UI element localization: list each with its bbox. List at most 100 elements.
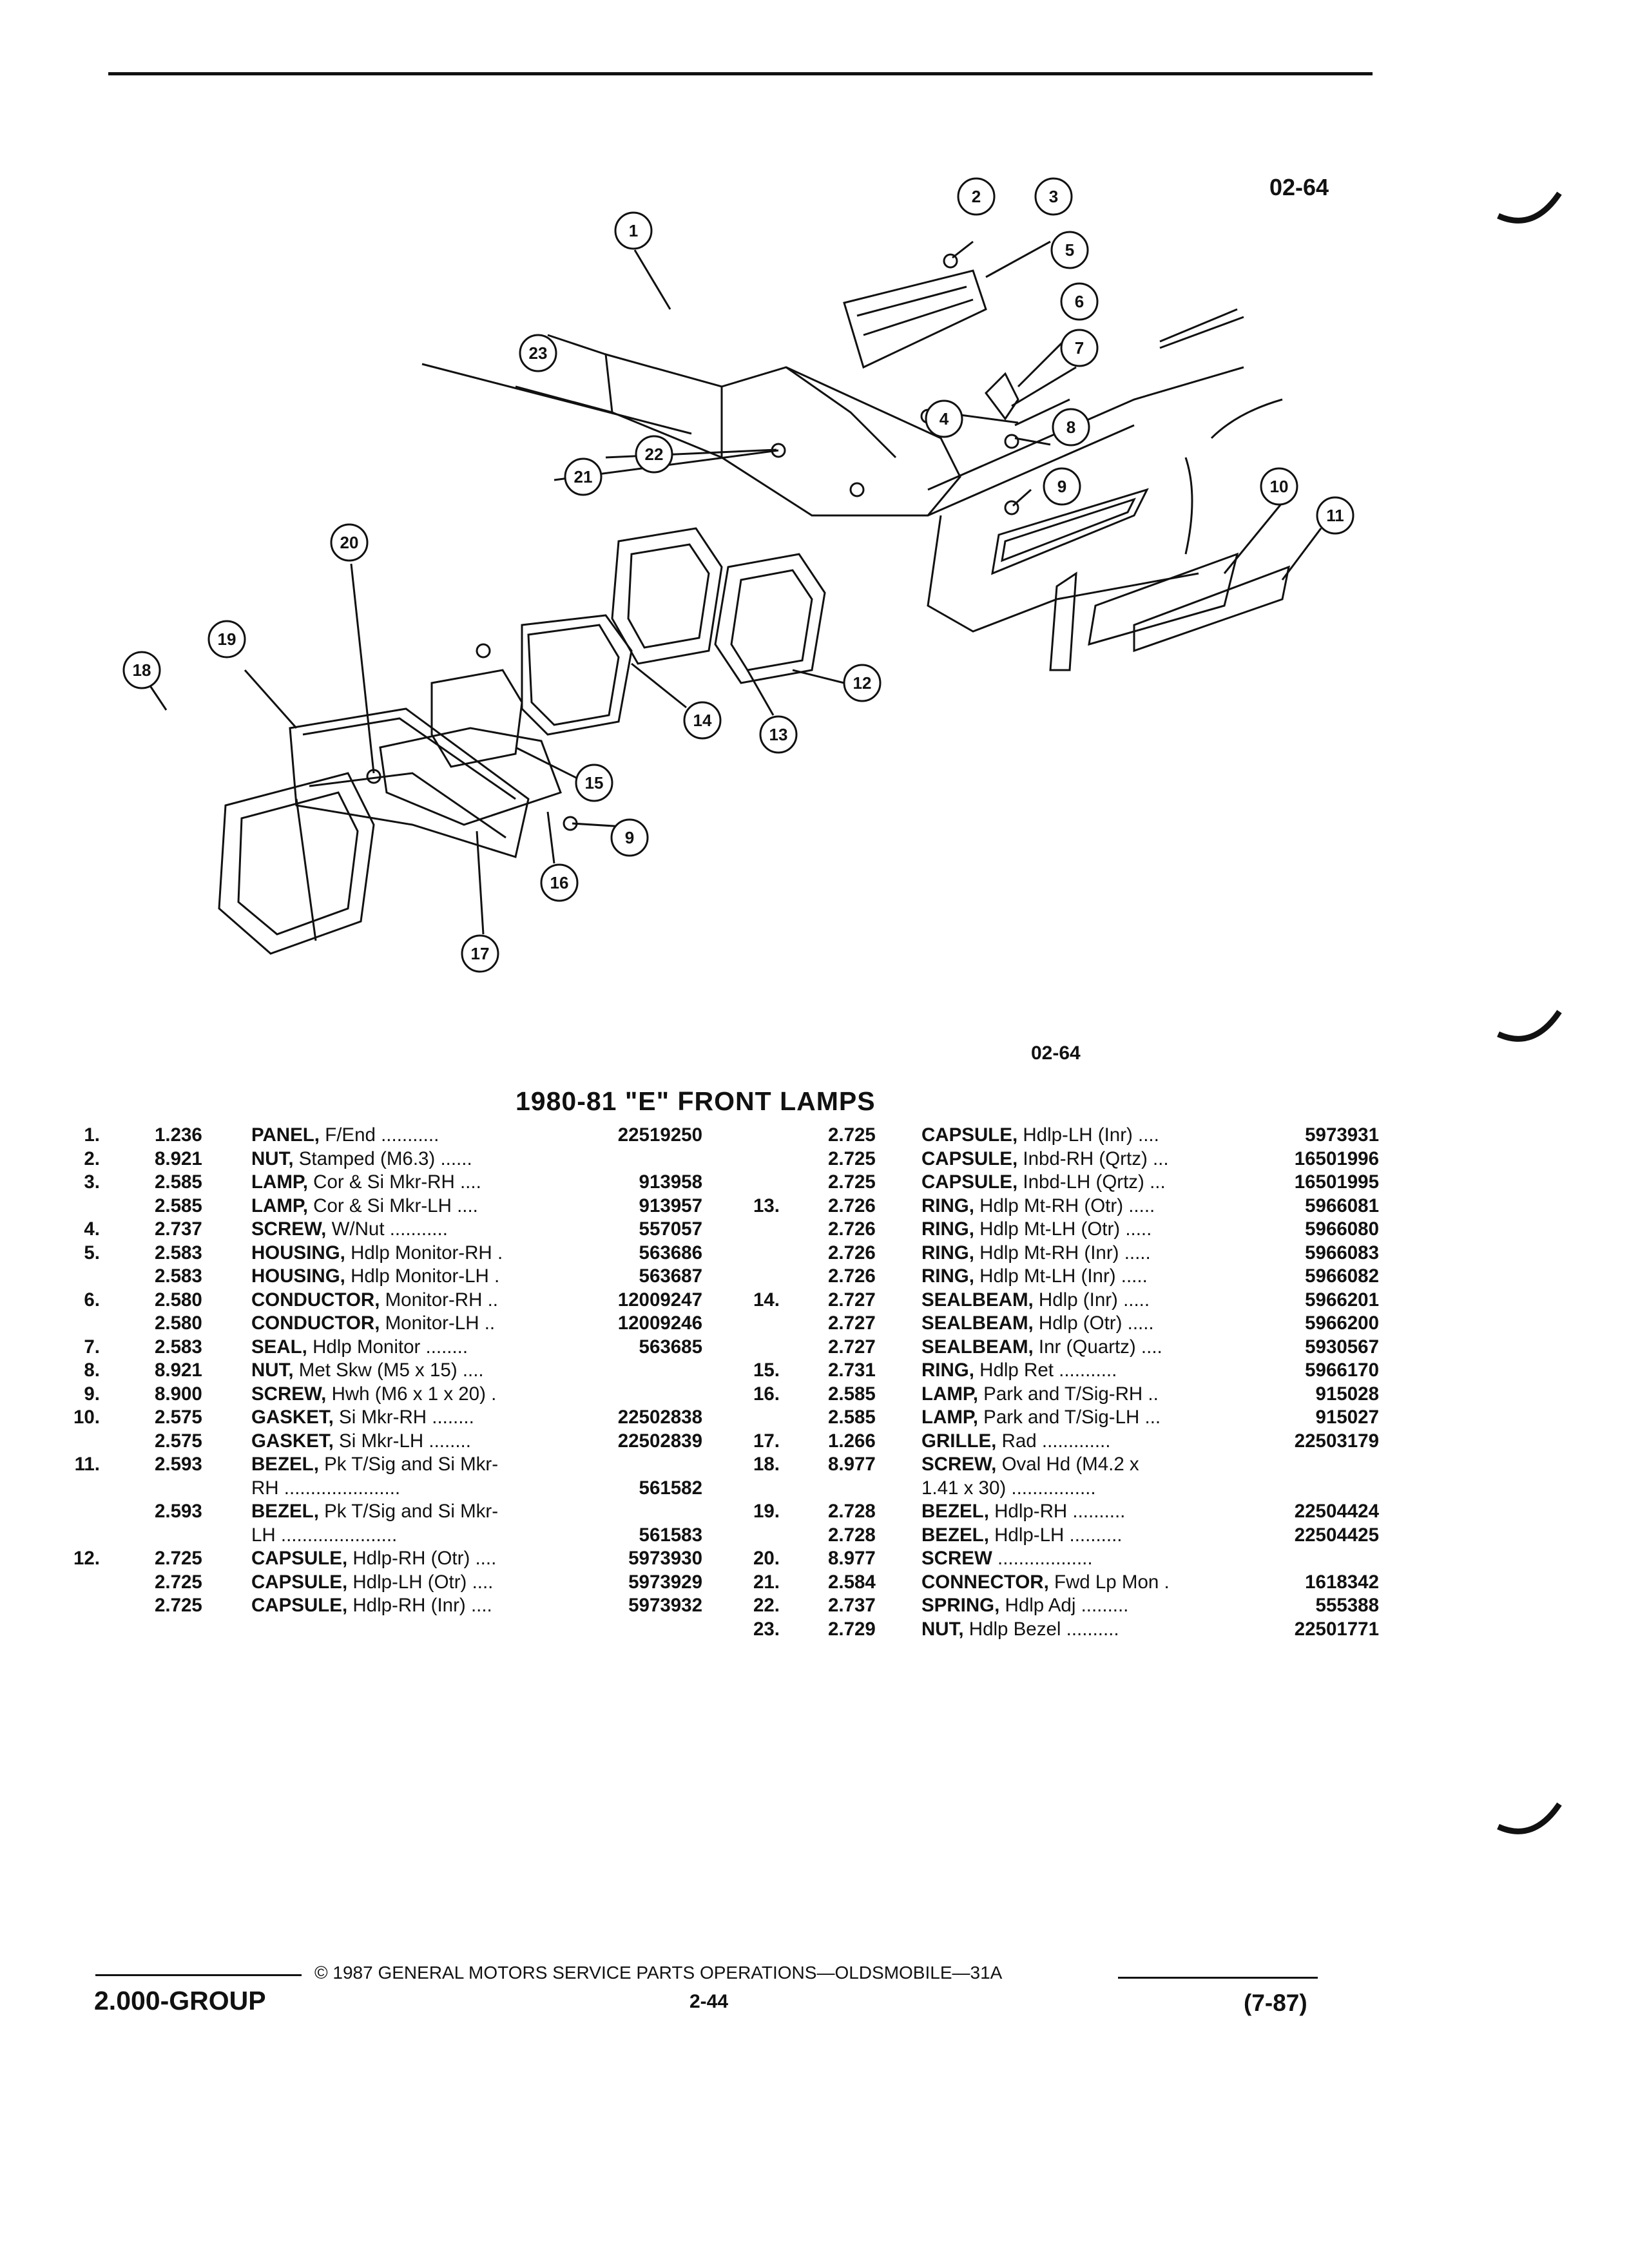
- part-detail: 1.41 x 30): [921, 1477, 1007, 1499]
- part-group-number: 2.584: [828, 1571, 876, 1593]
- leader-dots: ..........: [1064, 1524, 1123, 1546]
- leader-dots: ........: [427, 1407, 474, 1428]
- svg-text:14: 14: [693, 711, 712, 730]
- part-group-number: 2.585: [155, 1171, 202, 1193]
- part-number: 5966083: [1305, 1242, 1379, 1264]
- callout-19: 19: [207, 620, 246, 658]
- part-description: CONNECTOR, Fwd Lp Mon .: [921, 1571, 1170, 1593]
- svg-text:1: 1: [629, 221, 638, 240]
- part-name: CAPSULE,: [921, 1148, 1018, 1169]
- part-number: 5966201: [1305, 1289, 1379, 1311]
- callout-8: 8: [1052, 408, 1090, 447]
- svg-text:2: 2: [972, 187, 981, 206]
- exploded-parts-diagram: 1 2 3 4 5 6 7 8 9 10 11 12 13 14 15 16 1…: [122, 177, 1354, 973]
- part-name: SCREW: [921, 1548, 992, 1569]
- leader-dots: ...........: [384, 1218, 448, 1240]
- part-item-number: 6.: [84, 1289, 100, 1311]
- callout-3: 3: [1034, 177, 1073, 216]
- part-group-number: 2.585: [828, 1383, 876, 1405]
- part-name: RING,: [921, 1360, 974, 1381]
- part-item-number: 7.: [84, 1336, 100, 1358]
- part-detail: Park and T/Sig-RH: [978, 1383, 1143, 1405]
- part-name: HOUSING,: [251, 1242, 345, 1264]
- callout-16: 16: [540, 863, 579, 902]
- part-group-number: 2.725: [155, 1571, 202, 1593]
- part-item-number: 16.: [753, 1383, 780, 1405]
- part-group-number: 2.725: [155, 1595, 202, 1616]
- part-number: 913957: [639, 1195, 702, 1216]
- leader-dots: ...........: [375, 1124, 439, 1146]
- part-name: GRILLE,: [921, 1430, 997, 1452]
- part-item-number: 9.: [84, 1383, 100, 1405]
- leader-dots: .....: [1122, 1312, 1154, 1334]
- part-number: 555388: [1315, 1595, 1379, 1616]
- svg-text:9: 9: [1057, 477, 1066, 496]
- part-group-number: 1.236: [155, 1124, 202, 1146]
- part-description: HOUSING, Hdlp Monitor-LH .: [251, 1265, 499, 1287]
- part-name: RING,: [921, 1242, 974, 1264]
- part-group-number: 2.580: [155, 1289, 202, 1311]
- leader-dots: .....: [1120, 1218, 1152, 1240]
- leader-dots: ....: [451, 1195, 478, 1216]
- part-description: SEALBEAM, Inr (Quartz) ....: [921, 1336, 1162, 1358]
- part-description: LAMP, Cor & Si Mkr-RH ....: [251, 1171, 481, 1193]
- part-description: CONDUCTOR, Monitor-RH ..: [251, 1289, 498, 1311]
- part-name: LAMP,: [251, 1195, 308, 1216]
- svg-text:17: 17: [471, 944, 490, 963]
- callout-21: 21: [564, 457, 602, 496]
- part-name: CONDUCTOR,: [251, 1289, 380, 1311]
- leader-dots: ........: [423, 1430, 471, 1452]
- part-number: 915028: [1315, 1383, 1379, 1405]
- part-name: NUT,: [251, 1360, 294, 1381]
- part-item-number: 2.: [84, 1148, 100, 1169]
- part-item-number: 17.: [753, 1430, 780, 1452]
- part-name: GASKET,: [251, 1430, 334, 1452]
- part-group-number: 2.737: [828, 1595, 876, 1616]
- part-description: GASKET, Si Mkr-LH ........: [251, 1430, 471, 1452]
- part-detail: Rad: [996, 1430, 1037, 1452]
- part-detail: Inbd-LH (Qrtz): [1017, 1171, 1144, 1193]
- part-description: CAPSULE, Inbd-RH (Qrtz) ...: [921, 1148, 1169, 1170]
- part-name: RING,: [921, 1195, 974, 1216]
- page-code-top: 02-64: [1269, 174, 1329, 200]
- leader-dots: ..: [1142, 1383, 1159, 1405]
- part-description: SCREW, W/Nut ...........: [251, 1218, 448, 1240]
- svg-text:9: 9: [625, 828, 634, 847]
- monitor-housing: [985, 372, 1019, 421]
- binder-hook-mark: [1497, 1802, 1562, 1834]
- callout-1: 1: [614, 211, 653, 250]
- part-description: 1.41 x 30) ................: [921, 1477, 1096, 1499]
- callout-20: 20: [330, 523, 369, 562]
- part-group-number: 2.593: [155, 1454, 202, 1475]
- part-detail: Hdlp-RH (Otr): [347, 1548, 470, 1569]
- mounting-ring-inner: [611, 527, 723, 665]
- part-item-number: 20.: [753, 1548, 780, 1569]
- mounting-ring-outer: [714, 553, 826, 684]
- part-detail: LH: [251, 1524, 276, 1546]
- part-item-number: 21.: [753, 1571, 780, 1593]
- part-name: CAPSULE,: [251, 1548, 348, 1569]
- part-description: RING, Hdlp Mt-LH (Inr) .....: [921, 1265, 1148, 1287]
- part-number: 5973931: [1305, 1124, 1379, 1146]
- part-group-number: 2.580: [155, 1312, 202, 1334]
- part-description: GASKET, Si Mkr-RH ........: [251, 1407, 474, 1428]
- part-group-number: 2.726: [828, 1242, 876, 1264]
- part-group-number: 2.575: [155, 1430, 202, 1452]
- part-item-number: 15.: [753, 1360, 780, 1381]
- part-description: SEALBEAM, Hdlp (Inr) .....: [921, 1289, 1150, 1311]
- part-group-number: 2.583: [155, 1242, 202, 1264]
- part-description: SCREW, Hwh (M6 x 1 x 20) .: [251, 1383, 496, 1405]
- part-description: CONDUCTOR, Monitor-LH ..: [251, 1312, 495, 1334]
- part-name: PANEL,: [251, 1124, 320, 1146]
- part-row: 1.41 x 30) ................: [735, 1477, 1379, 1501]
